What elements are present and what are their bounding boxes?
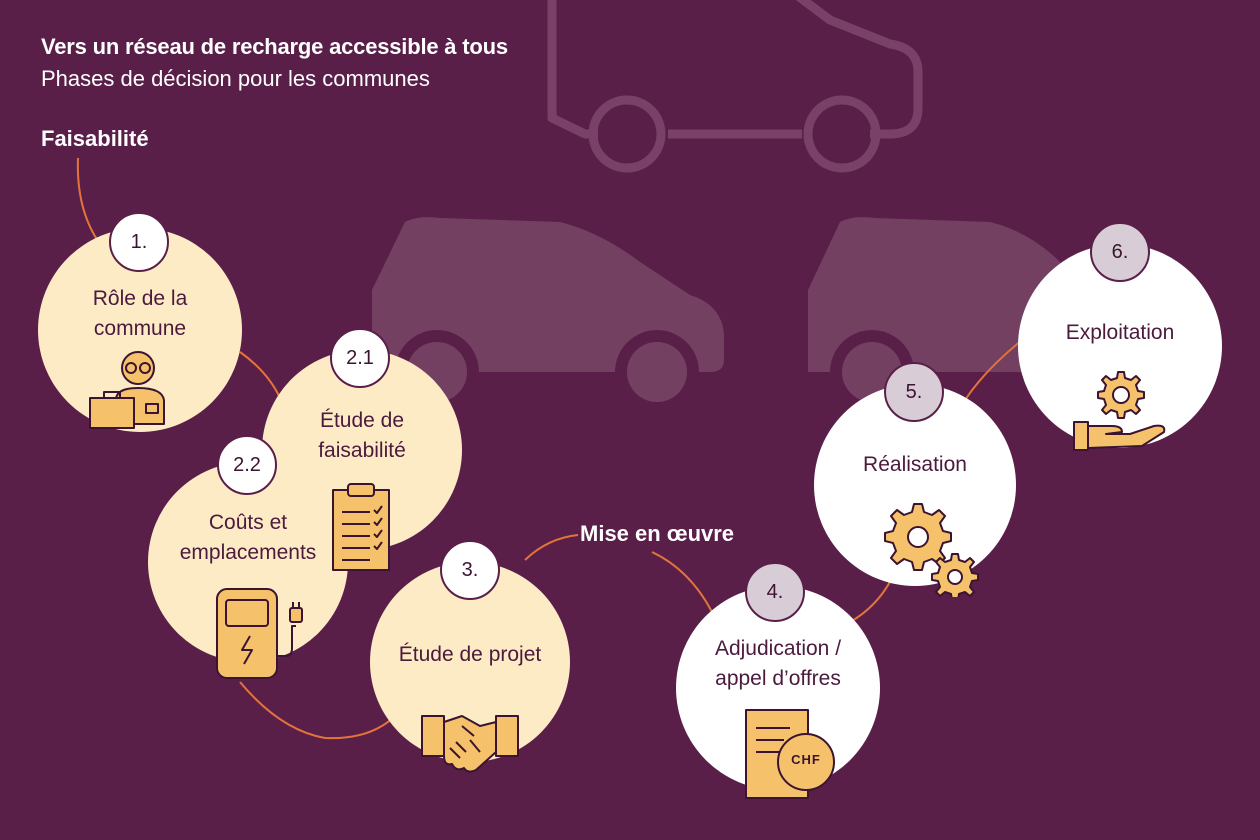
phase-5-badge: 5. [884,362,944,422]
phase-label: Exploitation [1065,321,1175,344]
phase-2-1-badge: 2.1 [330,328,390,388]
phase-2-2-badge: 2.2 [217,435,277,495]
phase-2-2-circle: Coûts et emplacements [148,462,348,662]
phase-6-badge: 6. [1090,222,1150,282]
charging-station-icon [216,588,303,679]
clipboard-checklist-icon [332,483,390,571]
phase-label: Coûts et emplacements [179,511,317,564]
phase-label: Rôle de la commune [92,287,188,340]
page-subtitle: Phases de décision pour les communes [41,66,430,91]
phase-label: Étude de faisabilité [318,409,406,462]
phase-1-badge: 1. [109,212,169,272]
car-outline-icon [547,0,923,173]
section-label-feasibility: Faisabilité [41,126,149,151]
phase-label: Réalisation [863,453,967,476]
phase-3-badge: 3. [440,540,500,600]
car-silhouette-icon [372,217,724,414]
chf-document-icon: CHF [744,708,840,802]
phase-4-badge: 4. [745,562,805,622]
gear-in-hand-icon [1073,371,1166,451]
page-title: Vers un réseau de recharge accessible à … [41,34,508,59]
gears-icon [884,503,979,597]
phase-label: Adjudication / appel d’offres [714,637,842,690]
section-label-implementation: Mise en œuvre [580,521,735,546]
chf-label: CHF [791,752,821,767]
person-with-glasses-and-briefcase-icon [89,351,165,429]
car-silhouette-icon [808,217,1080,414]
phase-label: Étude de projet [398,643,542,666]
handshake-icon [421,715,519,773]
